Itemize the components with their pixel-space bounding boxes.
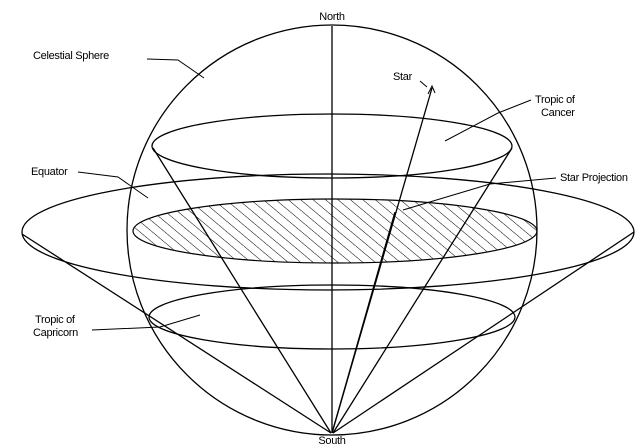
cone-line-right [333,148,512,433]
leader-celestial-sphere [147,59,204,78]
label-tropic-of-capricorn-1: Tropic of [35,314,76,326]
label-celestial-sphere: Celestial Sphere [33,50,109,62]
cone-line-left [153,148,331,433]
label-tropic-of-cancer-1: Tropic of [535,94,576,106]
label-star: Star [393,71,413,83]
label-tropic-of-capricorn-2: Capricorn [33,327,78,339]
label-north: North [319,11,345,23]
equator-hatched-disk [133,199,537,263]
label-south: South [318,435,345,446]
label-star-projection: Star Projection [560,172,628,184]
label-tropic-of-cancer-2: Cancer [541,107,575,119]
label-equator: Equator [31,166,68,178]
leader-star [420,81,427,87]
leader-tropic-of-cancer [445,100,531,141]
leader-equator [78,172,148,198]
